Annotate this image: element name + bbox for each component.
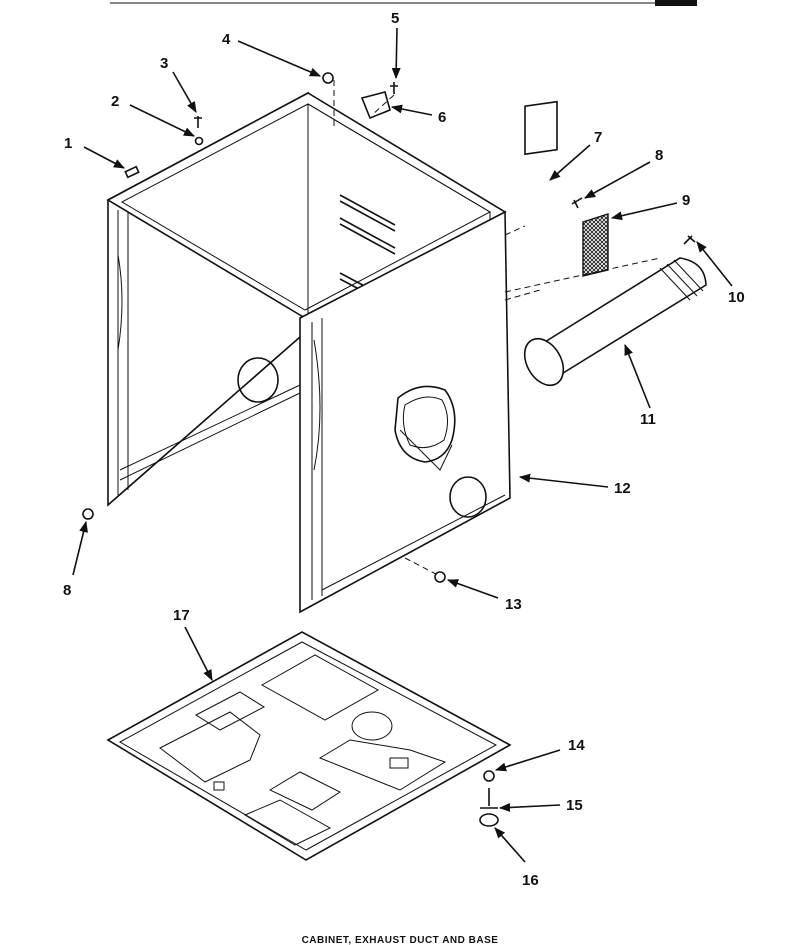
callout-12: 12 — [614, 480, 631, 497]
part-5-screw — [390, 82, 398, 94]
cabinet — [106, 91, 511, 614]
part-14-nut — [483, 770, 495, 782]
callout-6: 6 — [438, 109, 446, 126]
callout-2: 2 — [111, 93, 119, 110]
callout-16: 16 — [522, 872, 539, 889]
callout-5: 5 — [391, 10, 399, 27]
cabinet-front-panel — [299, 210, 511, 614]
part-6-bracket — [360, 91, 391, 120]
callout-8-rear: 8 — [655, 147, 663, 164]
part-4-nut — [322, 72, 334, 84]
callout-9: 9 — [682, 192, 690, 209]
left-panel-hole — [237, 357, 279, 403]
part-8-screw-rear — [571, 197, 583, 209]
part-7-cover-plate — [524, 100, 558, 156]
callout-7: 7 — [594, 129, 602, 146]
callout-1: 1 — [64, 135, 72, 152]
callout-4: 4 — [222, 31, 231, 48]
part-11-exhaust-duct — [523, 257, 707, 387]
front-panel-vent-opening — [394, 385, 456, 463]
part-10-screw — [683, 235, 696, 245]
part-9-lint-screen — [582, 213, 609, 277]
callout-14: 14 — [568, 737, 585, 754]
part-1-clip — [124, 165, 140, 179]
front-panel-lower-hole — [449, 476, 487, 518]
part-2-washer — [194, 136, 204, 146]
part-8-screw-left — [82, 508, 94, 520]
part-15-leveling-leg — [480, 788, 498, 809]
callout-leaders — [72, 27, 733, 863]
callout-10: 10 — [728, 289, 745, 306]
callout-11: 11 — [640, 411, 656, 428]
part-16-foot-pad — [479, 813, 499, 827]
part-13-screw — [434, 571, 446, 583]
part-17-base — [106, 631, 512, 861]
callout-13: 13 — [505, 596, 522, 613]
diagram-caption: CABINET, EXHAUST DUCT AND BASE — [302, 935, 499, 945]
top-border-mark — [655, 0, 697, 6]
callout-8-left: 8 — [63, 582, 71, 599]
part-3-screw — [194, 116, 202, 128]
callout-15: 15 — [566, 797, 583, 814]
callout-3: 3 — [160, 55, 168, 72]
callout-17: 17 — [173, 607, 190, 624]
